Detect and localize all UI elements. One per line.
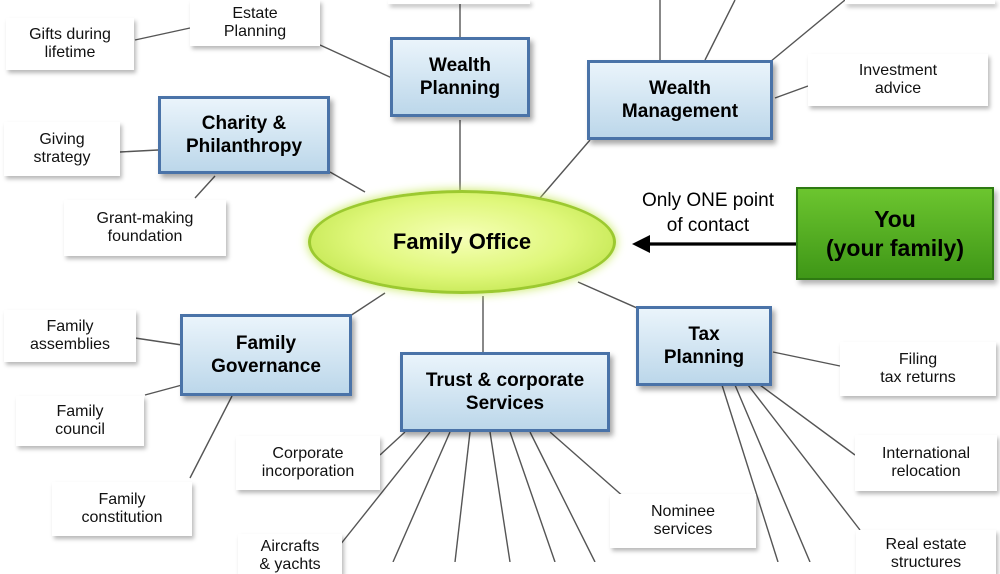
contact-arrow-head <box>632 235 650 253</box>
hub-charity-philanthropy: Charity & Philanthropy <box>158 96 330 174</box>
connector-wm-top3 <box>769 0 846 63</box>
leaf-corporate-incorporation: Corporate incorporation <box>236 436 380 490</box>
connector-wm-top2 <box>704 0 736 61</box>
leaf-gifts-during-lifetime: Gifts during lifetime <box>6 18 134 70</box>
connector-tax-b1 <box>734 384 811 562</box>
leaf-nominee-services: Nominee services <box>610 494 756 548</box>
connector-trust-b2 <box>454 431 471 562</box>
connector-governance <box>349 292 386 317</box>
leaf-top-right-cut <box>845 0 995 4</box>
connector-filing <box>772 351 841 367</box>
connector-trust-b3 <box>489 431 511 562</box>
contact-label: Only ONE point of contact <box>642 190 774 236</box>
connector-realestate <box>747 384 861 531</box>
hub-trust-corporate-services: Trust & corporate Services <box>400 352 610 432</box>
connector-charity <box>329 171 366 193</box>
connector-nominee <box>549 431 626 499</box>
connector-constitution <box>189 395 233 479</box>
connector-trust-b1 <box>392 431 451 562</box>
leaf-family-council: Family council <box>16 396 144 446</box>
leaf-real-estate-structures: Real estate structures <box>856 530 996 574</box>
family-office-center: Family Office <box>308 190 616 294</box>
connector-corporate <box>379 431 406 456</box>
hub-tax-planning: Tax Planning <box>636 306 772 386</box>
connector-grant <box>194 175 216 199</box>
you-box: You (your family) <box>796 187 994 280</box>
leaf-family-constitution: Family constitution <box>52 482 192 536</box>
connector-relocation <box>759 384 856 456</box>
connector-investment <box>774 85 809 99</box>
connector-aircrafts <box>339 431 431 546</box>
hub-family-governance: Family Governance <box>180 314 352 396</box>
connector-trust-b4 <box>509 431 556 562</box>
leaf-family-assemblies: Family assemblies <box>4 310 136 362</box>
connector-estate <box>319 44 393 79</box>
leaf-top-center-cut <box>388 0 530 4</box>
connector-assemblies <box>134 337 183 346</box>
connector-gifts <box>134 27 191 41</box>
leaf-aircrafts-yachts: Aircrafts & yachts <box>238 534 342 574</box>
connector-council <box>144 384 183 396</box>
leaf-estate-planning: Estate Planning <box>190 0 320 46</box>
connector-lines <box>119 0 861 562</box>
connector-wealth-management <box>539 139 591 199</box>
connector-trust-b5 <box>529 431 596 562</box>
connector-giving <box>119 149 159 153</box>
leaf-filing-tax-returns: Filing tax returns <box>840 342 996 396</box>
leaf-giving-strategy: Giving strategy <box>4 122 120 176</box>
connector-tax-b2 <box>721 384 779 562</box>
family-office-label: Family Office <box>392 229 532 254</box>
hub-wealth-planning: Wealth Planning <box>390 37 530 117</box>
leaf-grant-making-foundation: Grant-making foundation <box>64 200 226 256</box>
leaf-international-relocation: International relocation <box>855 435 997 491</box>
connector-tax <box>577 281 638 309</box>
leaf-investment-advice: Investment advice <box>808 54 988 106</box>
hub-wealth-management: Wealth Management <box>587 60 773 140</box>
